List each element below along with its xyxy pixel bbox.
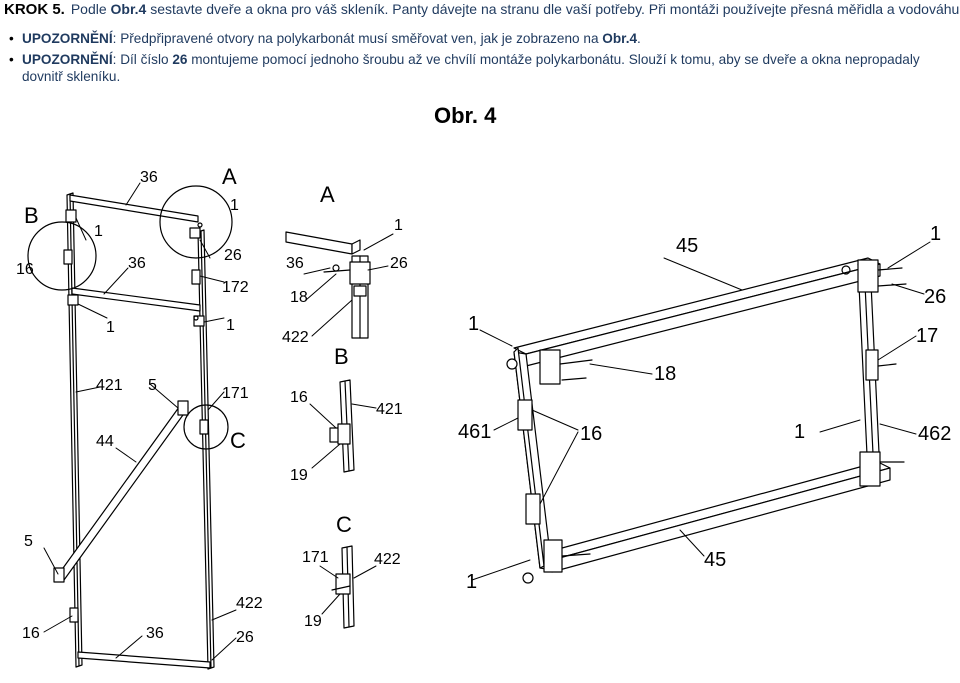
detail-a-label-1: 1: [394, 217, 403, 234]
detail-a-label-18: 18: [290, 289, 308, 306]
figure-reference: Obr.4: [110, 1, 147, 17]
warning-prefix: UPOZORNĚNÍ: [22, 51, 113, 67]
label-door-1c: 1: [106, 319, 115, 336]
warning-text: : Předpřipravené otvory na polykarbonát …: [112, 31, 603, 46]
label-door-1d: 1: [226, 317, 235, 334]
label-door-1a: 1: [230, 197, 239, 214]
label-door-36c: 36: [146, 625, 164, 642]
detail-c-label-422: 422: [374, 551, 401, 568]
detail-a-drawing: [285, 231, 371, 339]
detail-c-label-171: 171: [302, 549, 329, 566]
label-door-16b: 16: [22, 625, 40, 642]
detail-a-label-26: 26: [390, 255, 408, 272]
detail-b-drawing: [329, 379, 355, 473]
window-label-1a: 1: [930, 223, 941, 245]
label-door-b: B: [24, 203, 39, 228]
label-door-422: 422: [236, 595, 263, 612]
detail-c-drawing: [331, 545, 355, 629]
window-label-17: 17: [916, 325, 938, 347]
label-door-c: C: [230, 428, 246, 453]
window-label-462: 462: [918, 423, 951, 445]
label-door-171: 171: [222, 385, 249, 402]
warning-prefix: UPOZORNĚNÍ: [22, 31, 113, 46]
door-frame: [27, 185, 233, 670]
warning-item: UPOZORNĚNÍ: Předpřipravené otvory na pol…: [0, 30, 955, 48]
window-label-45b: 45: [704, 549, 726, 571]
label-door-1b: 1: [94, 223, 103, 240]
detail-c-label-19: 19: [304, 613, 322, 630]
step-number: KROK 5.: [4, 1, 65, 18]
warning-figure-ref: Obr.4: [602, 31, 638, 46]
label-door-36a: 36: [140, 169, 158, 186]
label-door-26: 26: [224, 247, 242, 264]
intro-text-b: sestavte dveře a okna pro váš skleník. P…: [150, 1, 960, 17]
window-frame: [506, 257, 907, 584]
detail-b-label-421: 421: [376, 401, 403, 418]
detail-c-title: C: [336, 512, 352, 537]
step-heading: KROK 5. Podle Obr.4 sestavte dveře a okna…: [4, 1, 960, 18]
label-door-421: 421: [96, 377, 123, 394]
window-label-1d: 1: [466, 571, 477, 593]
window-label-45a: 45: [676, 235, 698, 257]
label-door-a: A: [222, 164, 237, 189]
label-door-5a: 5: [148, 377, 157, 394]
label-door-36b: 36: [128, 255, 146, 272]
window-label-1b: 1: [468, 313, 479, 335]
label-door-172: 172: [222, 279, 249, 296]
warning-part-number: 26: [172, 51, 188, 67]
detail-b-title: B: [334, 344, 349, 369]
label-door-5b: 5: [24, 533, 33, 550]
window-label-1c: 1: [794, 421, 805, 443]
warning-text-end: montujeme pomocí jednoho šroubu až ve ch…: [22, 51, 920, 85]
figure-title: Obr. 4: [434, 103, 497, 128]
window-label-26: 26: [924, 286, 946, 308]
warning-list: UPOZORNĚNÍ: Předpřipravené otvory na pol…: [0, 30, 955, 86]
detail-a-label-36: 36: [286, 255, 304, 272]
detail-a-label-422: 422: [282, 329, 309, 346]
detail-b-label-19: 19: [290, 467, 308, 484]
window-label-16: 16: [580, 423, 602, 445]
label-door-16a: 16: [16, 261, 34, 278]
window-label-18: 18: [654, 363, 676, 385]
window-label-461: 461: [458, 421, 491, 443]
detail-a-title: A: [320, 182, 335, 207]
warning-item: UPOZORNĚNÍ: Díl číslo 26 montujeme pomoc…: [0, 51, 955, 86]
label-door-26b: 26: [236, 629, 254, 646]
detail-b-label-16: 16: [290, 389, 308, 406]
label-door-44: 44: [96, 433, 114, 450]
warning-text-end: .: [637, 31, 641, 46]
warning-text: : Díl číslo: [112, 51, 173, 67]
intro-text-a: Podle: [70, 1, 107, 17]
